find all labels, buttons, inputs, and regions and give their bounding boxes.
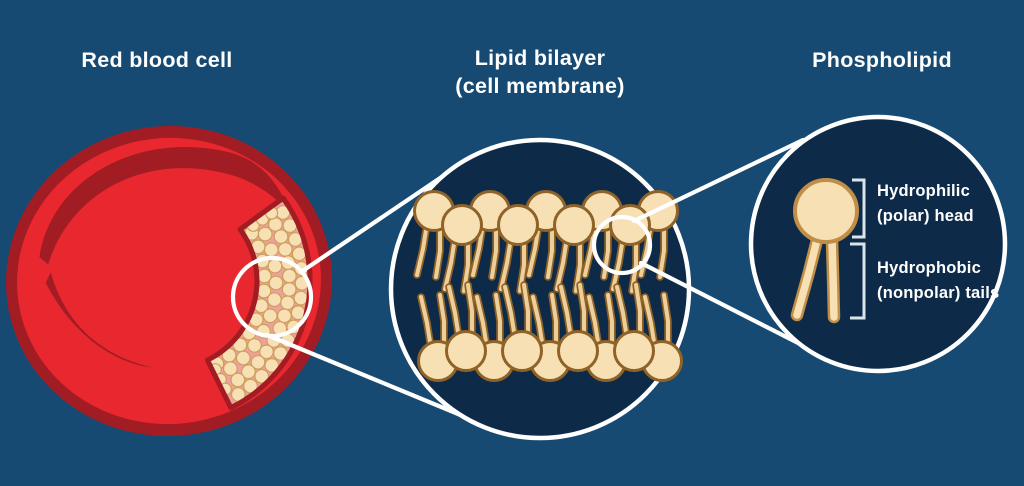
hydrophilic-line2: (polar) head [877, 207, 974, 225]
connector-line-bilayer-bottom [638, 260, 809, 350]
membrane-head-dot [281, 282, 297, 297]
red-blood-cell-label: Red blood cell [81, 48, 232, 72]
tails-bracket [850, 242, 866, 320]
phospholipid-label: Phospholipid [812, 48, 952, 72]
membrane-head-dot [273, 229, 289, 245]
membrane-head-dot [293, 290, 309, 306]
head-bracket [852, 178, 866, 239]
membrane-head-dot [254, 368, 270, 384]
connector-line-cell-top [298, 165, 458, 275]
membrane-head-dot [235, 350, 251, 366]
membrane-head-dot [267, 258, 283, 274]
lipid-bilayer-inset [388, 137, 692, 441]
cell-concave-shadow [39, 147, 291, 265]
membrane-head-dot [264, 358, 280, 373]
phospholipid-head [793, 178, 859, 244]
hydrophilic-line1: Hydrophilic [877, 182, 970, 200]
membrane-head-dot [243, 378, 258, 394]
membrane-head-dot [257, 226, 273, 242]
phospholipid-inset: Hydrophilic (polar) head Hydrophobic (nonp… [748, 114, 1008, 374]
membrane-head-dot [262, 308, 278, 324]
red-blood-cell-illustration [6, 125, 332, 437]
membrane-head-dot [280, 295, 295, 311]
connector-line-bilayer-top [631, 137, 806, 224]
membrane-head-dot [250, 354, 266, 370]
membrane-head-dot [230, 372, 246, 388]
lipid-bilayer-label-line1: Lipid bilayer [475, 46, 606, 70]
hydrophilic-annotation: Hydrophilic (polar) head [877, 182, 974, 225]
membrane-head-dot [277, 241, 293, 257]
hydrophobic-line2: (nonpolar) tails [877, 284, 999, 302]
phospholipid-inset-circle [748, 114, 1008, 374]
membrane-head-dot [240, 364, 256, 380]
membrane-head-dot [282, 268, 297, 284]
membrane-head-dot [222, 361, 238, 377]
lipid-bilayer-label-line2: (cell membrane) [455, 74, 624, 98]
membrane-head-dot [263, 242, 279, 258]
membrane-head-dot [267, 292, 282, 308]
magnifier-ring-bilayer [591, 214, 653, 276]
membrane-head-dot [247, 338, 262, 353]
lipid-bilayer-label: Lipid bilayer (cell membrane) [455, 46, 624, 98]
membrane-head-dot [259, 344, 274, 360]
hydrophobic-line1: Hydrophobic [877, 259, 981, 277]
connector-line-cell-bottom [264, 332, 466, 419]
membrane-head-dot [277, 308, 292, 324]
hydrophobic-annotation: Hydrophobic (nonpolar) tails [877, 259, 999, 302]
phospholipid-figure [790, 178, 859, 324]
magnifier-ring-cell [230, 255, 314, 339]
bilayer-inset-circle [388, 137, 692, 441]
phospholipid-tail-right-fill [828, 237, 838, 321]
membrane-head-dot [268, 275, 284, 291]
phospholipid-tail-left-fill [793, 236, 821, 319]
membrane-cutaway-band [205, 195, 313, 411]
